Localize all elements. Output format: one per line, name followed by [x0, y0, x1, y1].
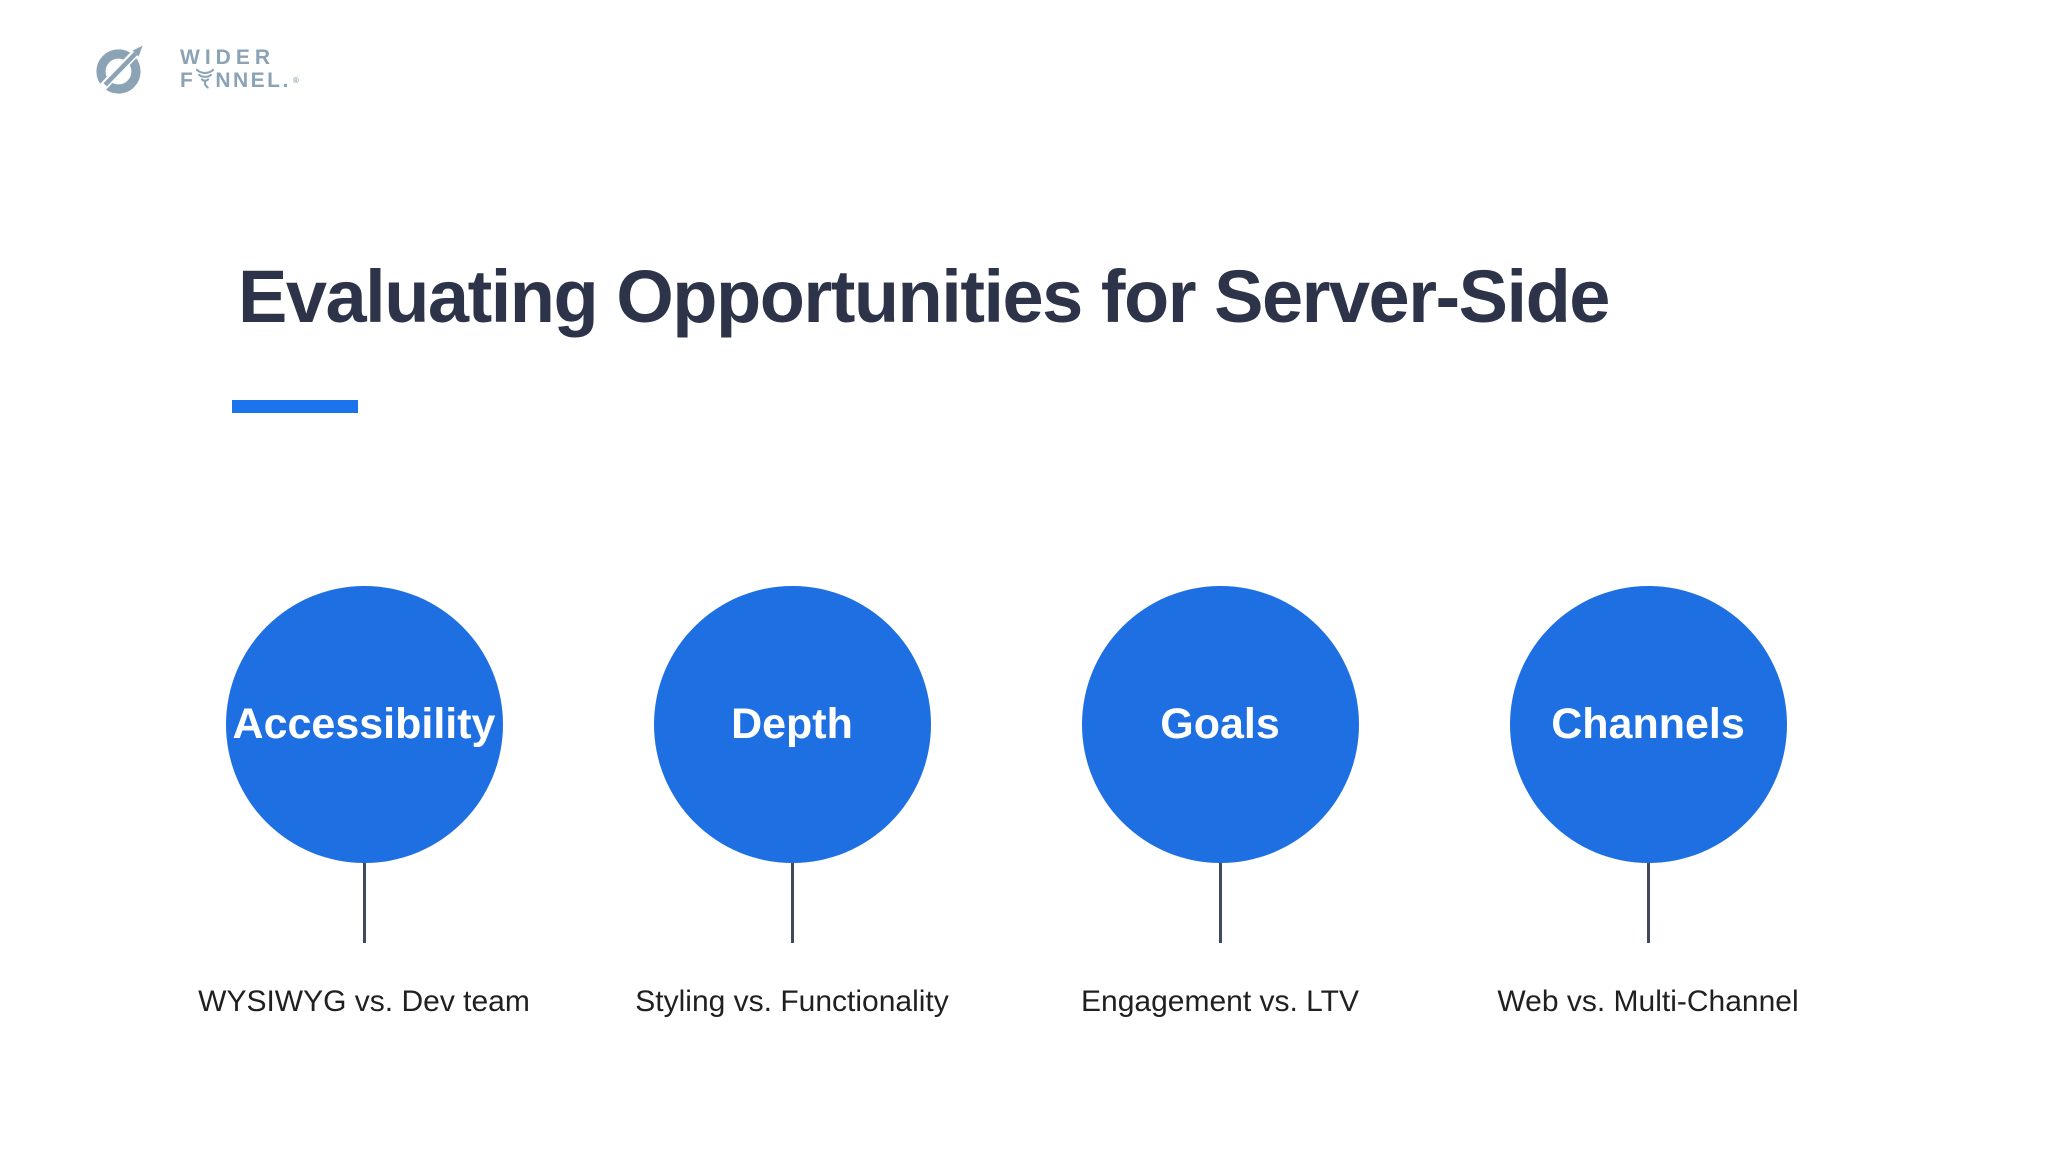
brand-wordmark-line2-suffix: NNEL.: [215, 69, 291, 92]
pillar-stem-line: [1218, 863, 1222, 943]
pillar-goals: Goals Engagement vs. LTV: [1006, 586, 1434, 1019]
brand-wordmark: WIDER F NNEL. ®: [180, 46, 302, 92]
pillar-circle: Accessibility: [225, 586, 503, 863]
pillars-row: Accessibility WYSIWYG vs. Dev team Depth…: [150, 586, 1862, 1019]
title-accent-bar: [232, 400, 358, 413]
brand-logo: WIDER F NNEL. ®: [96, 42, 301, 96]
registered-trademark: ®: [292, 76, 302, 85]
pillar-caption: WYSIWYG vs. Dev team: [198, 985, 530, 1018]
brand-wordmark-line2: F NNEL. ®: [180, 67, 302, 92]
pillar-circle-label: Accessibility: [232, 700, 496, 748]
slide-title: Evaluating Opportunities for Server-Side: [238, 255, 1610, 338]
pillar-depth: Depth Styling vs. Functionality: [578, 586, 1006, 1019]
pillar-caption: Styling vs. Functionality: [635, 985, 949, 1018]
pillar-stem-line: [790, 863, 794, 943]
pillar-stem-line: [1646, 863, 1650, 943]
pillar-channels: Channels Web vs. Multi-Channel: [1434, 586, 1862, 1019]
pillar-circle: Channels: [1509, 586, 1787, 863]
pillar-circle-label: Goals: [1160, 700, 1280, 748]
pillar-caption: Engagement vs. LTV: [1081, 985, 1359, 1018]
funnel-icon: [196, 68, 215, 89]
brand-wordmark-line1: WIDER: [180, 46, 275, 69]
compass-arrow-icon: [96, 44, 145, 94]
brand-wordmark-line2-prefix: F: [180, 69, 196, 92]
pillar-circle-label: Channels: [1551, 700, 1745, 748]
pillar-caption: Web vs. Multi-Channel: [1497, 985, 1799, 1018]
pillar-accessibility: Accessibility WYSIWYG vs. Dev team: [150, 586, 578, 1019]
pillar-circle-label: Depth: [731, 700, 853, 748]
pillar-circle: Goals: [1081, 586, 1359, 863]
pillar-stem-line: [362, 863, 366, 943]
pillar-circle: Depth: [653, 586, 931, 863]
